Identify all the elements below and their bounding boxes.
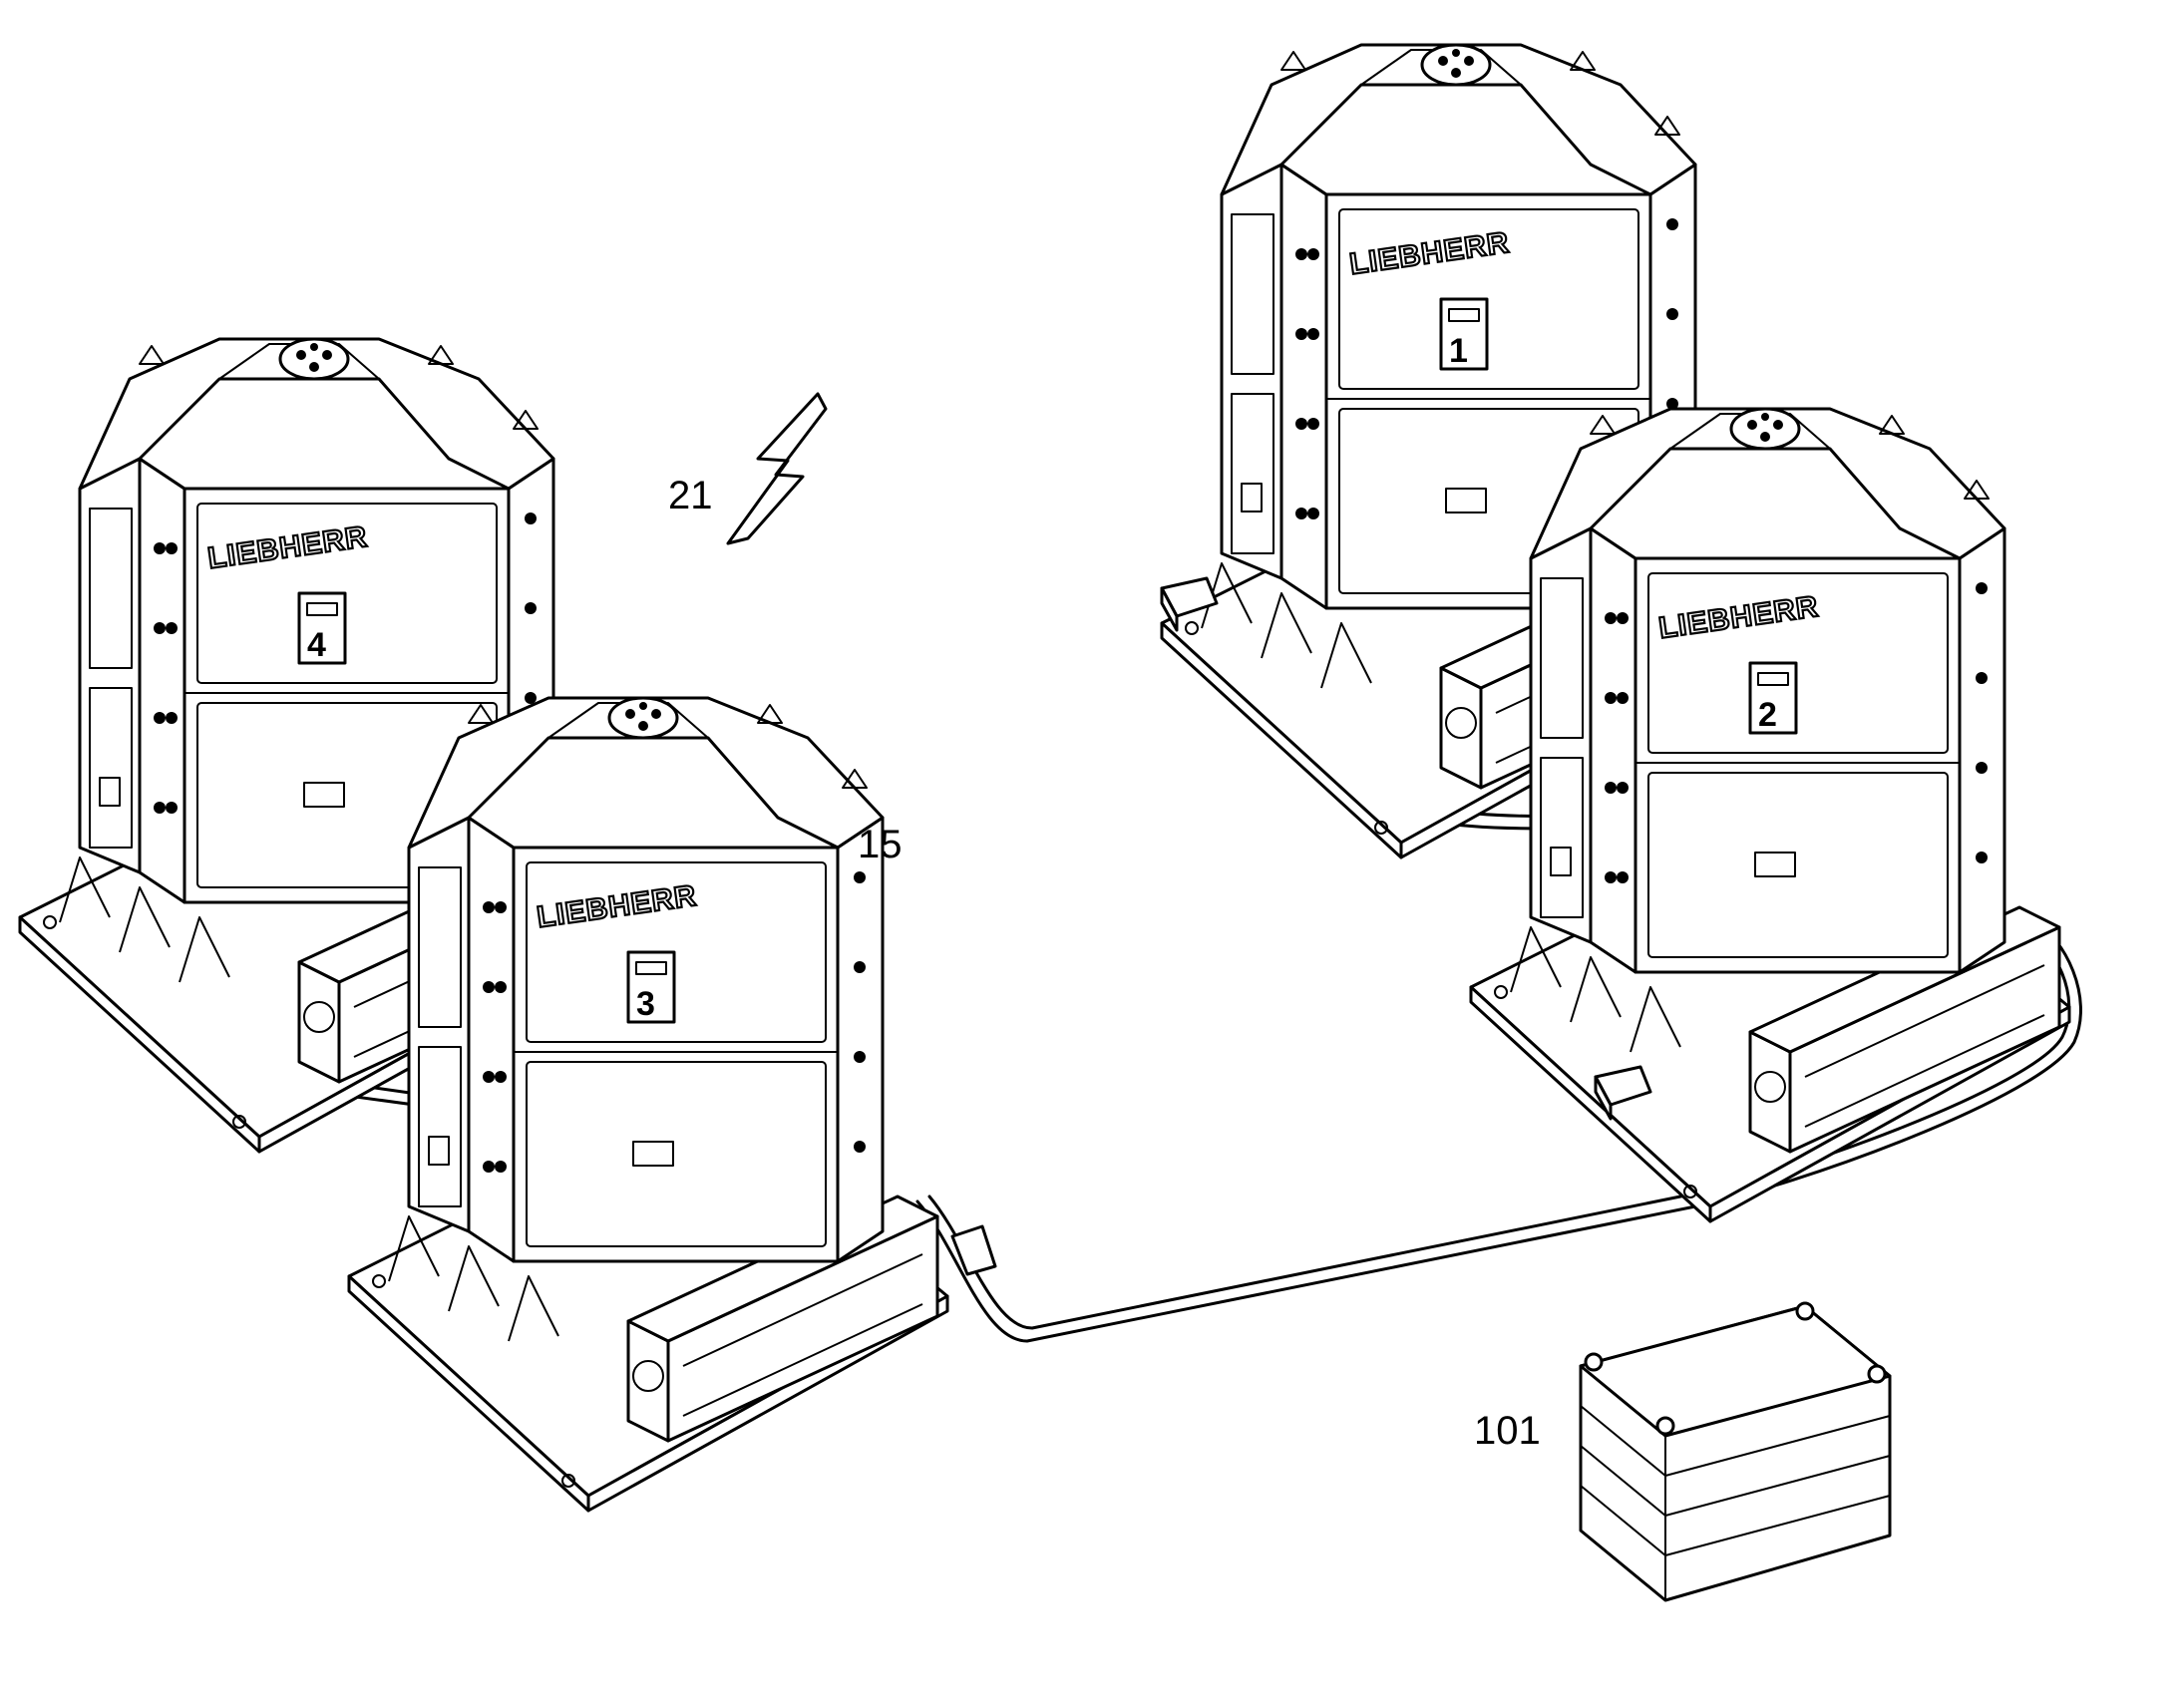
module-number-label: 2 [1758,696,1777,734]
power-module-1: LIEBHERR 1 [1160,43,1762,859]
power-module-4: LIEBHERR 4 [18,337,620,1154]
storage-stack [1579,1301,1892,1602]
module-number-label: 3 [636,985,655,1023]
module-number-label: 1 [1449,332,1468,370]
wireless-signal-icon [726,392,828,545]
wedge-block [1594,1065,1652,1121]
wedge-block [1160,576,1219,632]
reference-numeral-15: 15 [858,823,903,866]
reference-numeral-21: 21 [668,474,713,517]
power-module-2: LIEBHERR 2 [1469,407,2071,1223]
wedge-block [950,1224,997,1276]
module-number-label: 4 [307,626,326,664]
power-module-3: LIEBHERR 3 [347,696,949,1513]
reference-numeral-101: 101 [1474,1409,1541,1453]
